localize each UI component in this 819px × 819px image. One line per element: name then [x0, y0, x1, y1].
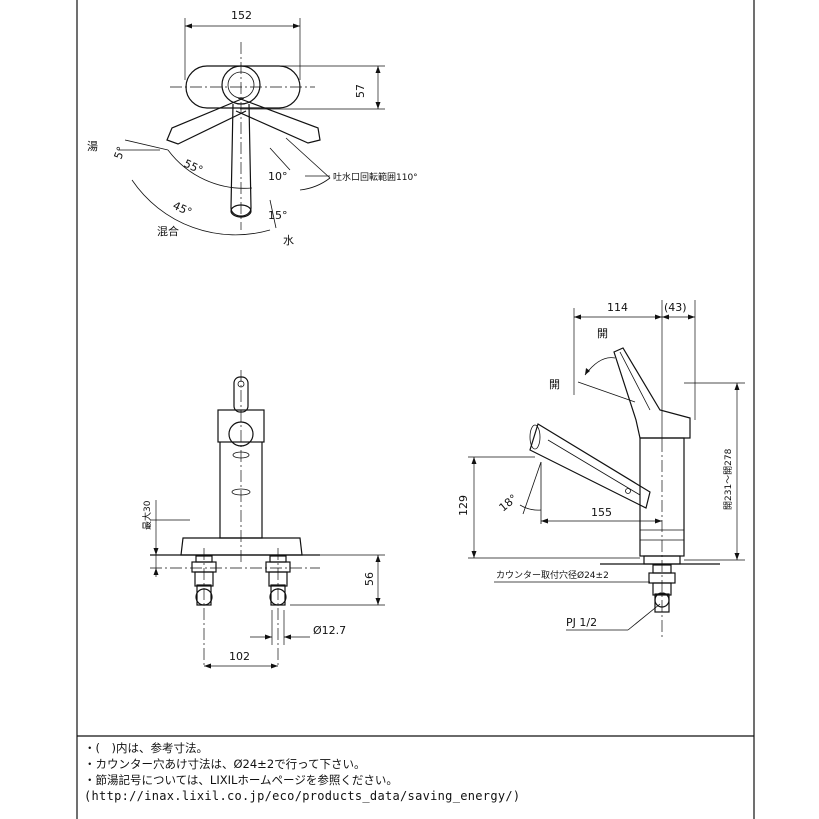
angle-15: 15° — [268, 209, 288, 222]
note-url: (http://inax.lixil.co.jp/eco/products_da… — [84, 789, 521, 803]
side-dim-114: 114 — [607, 301, 628, 314]
label-open-left: 開 — [549, 378, 560, 391]
side-dim-43: (43) — [664, 301, 687, 314]
front-dim-56: 56 — [363, 572, 376, 586]
notes-block: ・( )内は、参考寸法。 ・カウンター穴あけ寸法は、Ø24±2で行って下さい。 … — [84, 740, 764, 804]
side-angle-18: 18° — [497, 492, 520, 514]
top-view: 152 57 湯 混合 水 5° 55° — [87, 9, 418, 247]
front-view: 最大30 56 Ø12.7 102 — [141, 370, 385, 669]
angle-5: 5° — [112, 145, 128, 161]
angle-55: 55° — [182, 157, 205, 177]
note-2: ・カウンター穴あけ寸法は、Ø24±2で行って下さい。 — [84, 757, 366, 771]
front-dim-102: 102 — [229, 650, 250, 663]
spout-swing-range: 吐水口回転範囲110° — [333, 171, 418, 183]
counter-hole-dim: カウンター取付穴径Ø24±2 — [496, 569, 609, 581]
label-mix: 混合 — [157, 224, 179, 238]
label-cold: 水 — [283, 234, 294, 247]
label-open-top: 開 — [597, 327, 608, 340]
note-1: ・( )内は、参考寸法。 — [84, 741, 208, 755]
pj-size: PJ 1/2 — [566, 616, 597, 629]
label-hot: 湯 — [87, 140, 98, 153]
angle-10: 10° — [268, 170, 288, 183]
top-dim-width: 152 — [231, 9, 252, 22]
front-dim-max30: 最大30 — [141, 500, 153, 530]
front-dim-pipe: Ø12.7 — [313, 624, 346, 637]
side-dim-height-range: 開231～開278 — [723, 448, 734, 510]
side-view: 114 (43) 開 開 129 18° — [457, 300, 745, 640]
note-3: ・節湯記号については、LIXILホームページを参照ください。 — [84, 773, 398, 787]
top-dim-height: 57 — [354, 84, 367, 98]
angle-45: 45° — [171, 199, 194, 219]
side-dim-155: 155 — [591, 506, 612, 519]
side-dim-129: 129 — [457, 495, 470, 516]
